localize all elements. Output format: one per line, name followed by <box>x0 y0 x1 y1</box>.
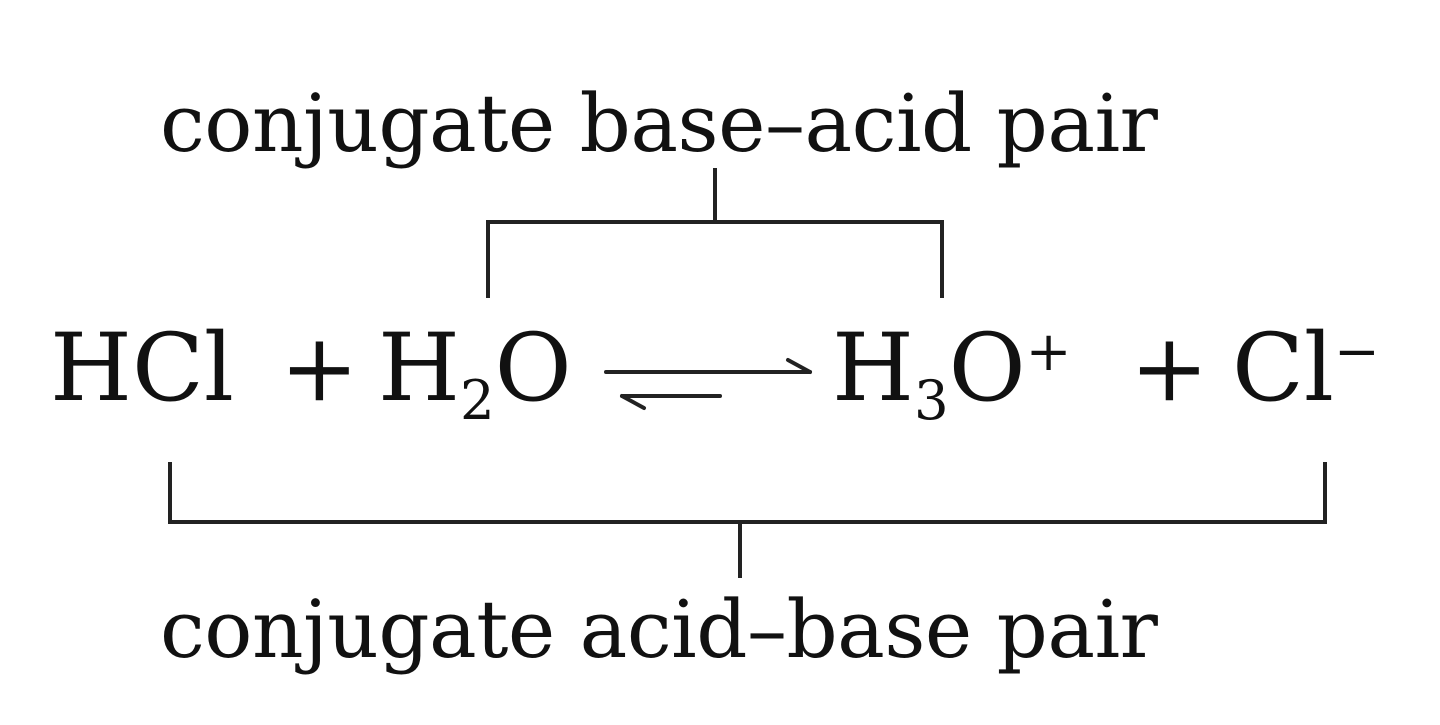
bottom-bracket <box>168 462 1327 524</box>
reactant-water: H2O <box>378 322 572 428</box>
chloride-charge: − <box>1334 319 1380 384</box>
water-h: H <box>378 314 460 423</box>
top-bracket <box>486 220 944 298</box>
reactant-hcl: HCl <box>50 314 234 423</box>
product-hydronium: H3O+ <box>832 319 1072 428</box>
water-o: O <box>494 314 572 423</box>
hydronium-h: H <box>832 314 914 423</box>
chloride-symbol: Cl <box>1232 314 1334 423</box>
water-subscript: 2 <box>459 368 495 433</box>
plus-sign-2: + <box>1130 314 1209 423</box>
product-chloride: Cl− <box>1232 322 1380 416</box>
conjugate-base-acid-label: conjugate base–acid pair <box>160 77 1158 170</box>
equilibrium-arrow-icon <box>604 358 812 410</box>
plus-sign-1: + <box>280 314 359 423</box>
hydronium-o: O <box>948 314 1026 423</box>
hydronium-charge: + <box>1025 319 1072 384</box>
hydronium-subscript: 3 <box>913 368 949 433</box>
conjugate-acid-base-label: conjugate acid–base pair <box>160 583 1158 676</box>
